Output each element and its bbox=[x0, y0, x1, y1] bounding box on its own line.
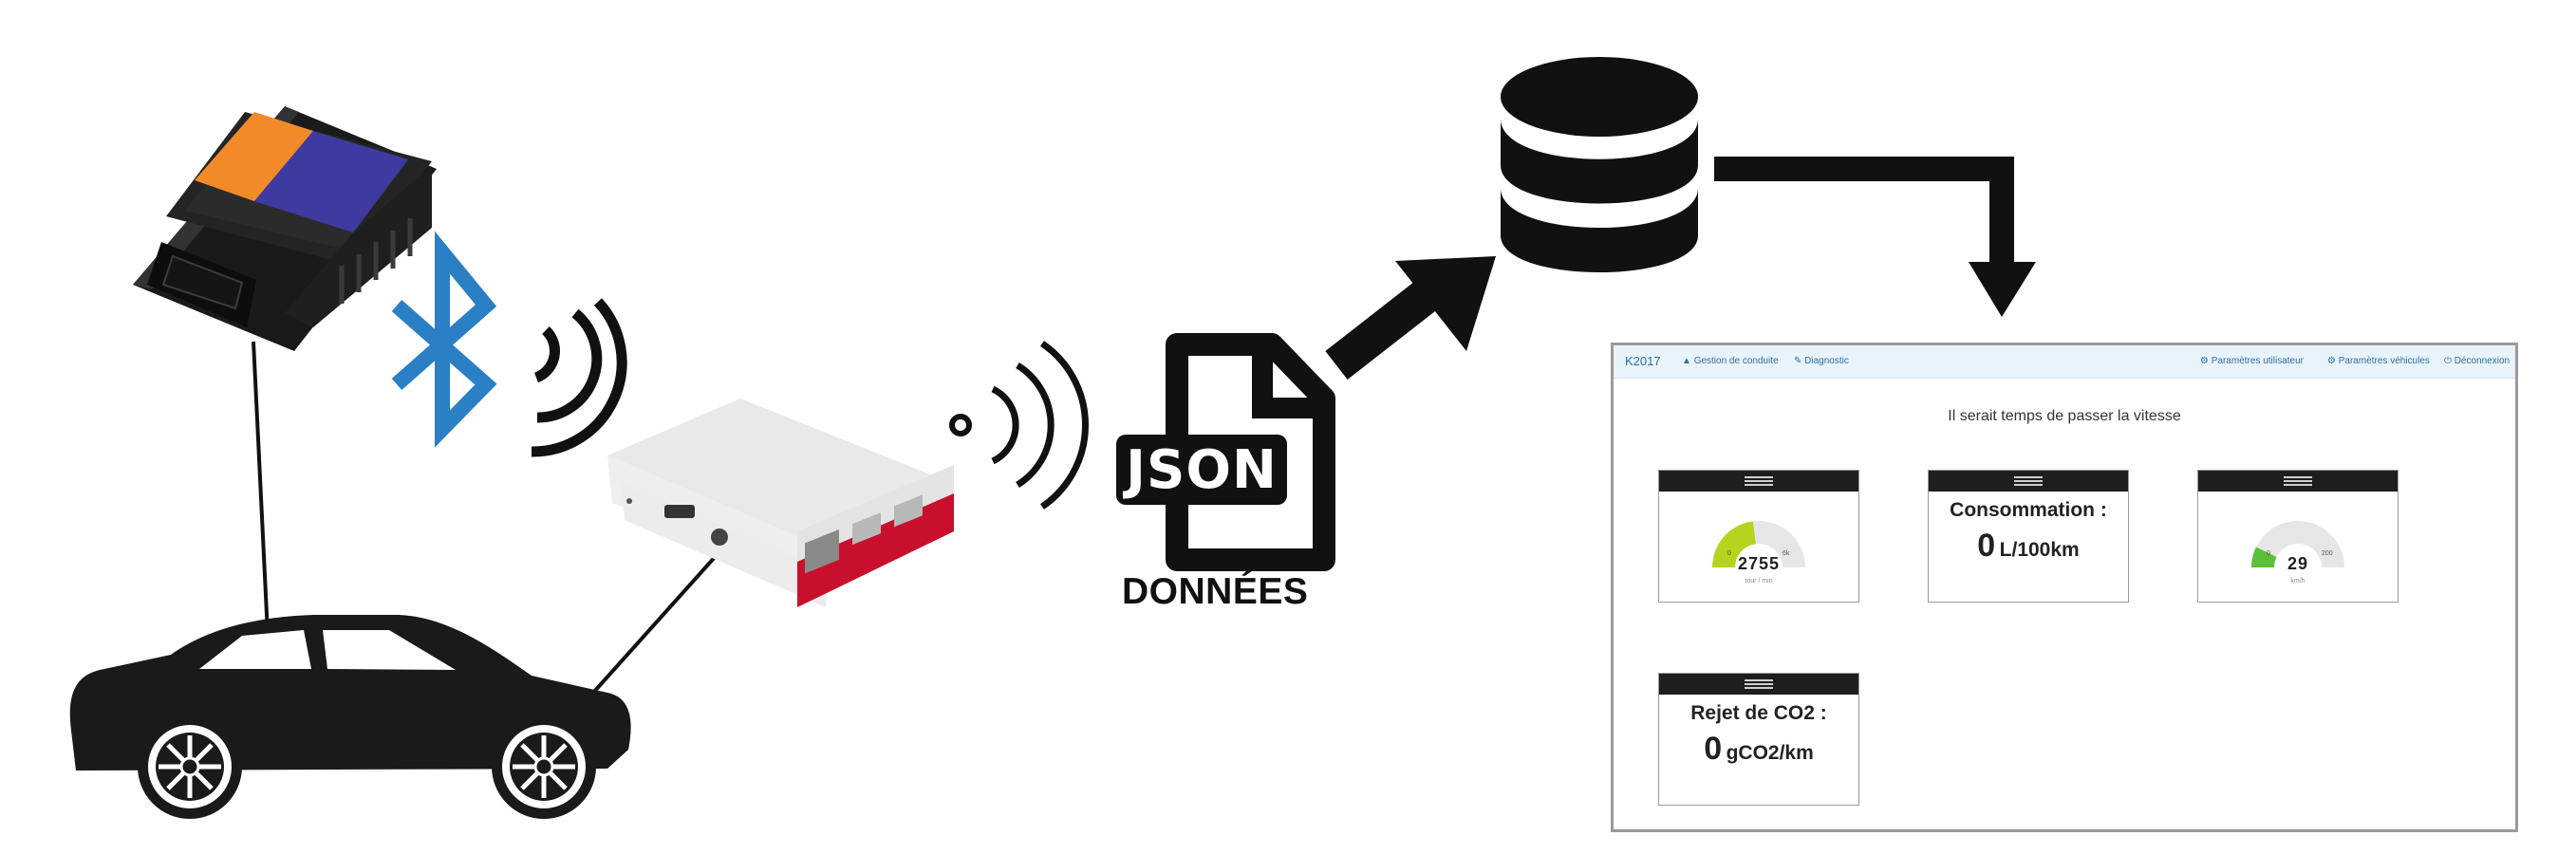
nav-user-settings-link[interactable]: ⚙ Paramètres utilisateur bbox=[2200, 356, 2304, 366]
wireless-signal-icon bbox=[532, 302, 622, 452]
brand-link[interactable]: K2017 bbox=[1625, 354, 1661, 368]
arrow-to-dashboard-icon bbox=[1714, 169, 2036, 317]
road-icon: ▲ bbox=[1682, 356, 1691, 366]
speed-gauge-card: 0 200 29 km/h bbox=[2197, 470, 2399, 603]
data-caption: DONNÉES bbox=[1122, 571, 1308, 613]
nav-logout-link[interactable]: ⏻ Déconnexion bbox=[2444, 356, 2510, 366]
consumption-title: Consommation : bbox=[1929, 499, 2128, 522]
nav-driving-link[interactable]: ▲ Gestion de conduite bbox=[1682, 356, 1779, 366]
gear-icon: ⚙ bbox=[2200, 356, 2209, 366]
co2-value: 0 bbox=[1704, 731, 1722, 767]
bluetooth-icon bbox=[397, 252, 486, 429]
obd2-dongle-icon bbox=[133, 106, 437, 351]
gear-icon: ⚙ bbox=[2327, 356, 2336, 366]
wireless-broadcast-icon bbox=[952, 343, 1086, 507]
drag-handle-icon[interactable] bbox=[2014, 476, 2043, 486]
speed-gauge bbox=[2198, 492, 2398, 602]
nav-driving-label: Gestion de conduite bbox=[1694, 356, 1779, 366]
nav-vehicle-settings-link[interactable]: ⚙ Paramètres véhicules bbox=[2327, 356, 2430, 366]
nav-vehicle-settings-label: Paramètres véhicules bbox=[2339, 356, 2430, 366]
rpm-unit: tour / min bbox=[1659, 578, 1858, 585]
consumption-card: Consommation : 0 L/100km bbox=[1928, 470, 2129, 603]
nav-diagnostic-link[interactable]: ✎ Diagnostic bbox=[1794, 356, 1849, 366]
wrench-icon: ✎ bbox=[1794, 356, 1801, 366]
co2-card: Rejet de CO2 : 0 gCO2/km bbox=[1658, 673, 1859, 806]
cable-obd-to-car bbox=[253, 342, 268, 634]
database-icon bbox=[1501, 57, 1698, 272]
rpm-gauge-card: 0 6k 2755 tour / min bbox=[1658, 470, 1859, 603]
co2-value-row: 0 gCO2/km bbox=[1659, 731, 1858, 768]
card-header[interactable] bbox=[2198, 471, 2398, 492]
card-header[interactable] bbox=[1659, 471, 1858, 492]
dashboard-screenshot: K2017 ▲ Gestion de conduite ✎ Diagnostic… bbox=[1611, 343, 2518, 832]
co2-title: Rejet de CO2 : bbox=[1659, 702, 1858, 725]
drag-handle-icon[interactable] bbox=[2284, 476, 2312, 486]
speed-unit: km/h bbox=[2198, 578, 2398, 585]
consumption-unit: L/100km bbox=[2000, 539, 2080, 561]
drag-handle-icon[interactable] bbox=[1745, 476, 1773, 486]
nav-user-settings-label: Paramètres utilisateur bbox=[2212, 356, 2304, 366]
nav-logout-label: Déconnexion bbox=[2455, 356, 2510, 366]
car-icon bbox=[70, 615, 631, 819]
consumption-value-row: 0 L/100km bbox=[1929, 528, 2128, 565]
shift-gear-message: Il serait temps de passer la vitesse bbox=[1614, 408, 2515, 425]
card-header[interactable] bbox=[1659, 674, 1858, 695]
power-icon: ⏻ bbox=[2444, 356, 2452, 366]
card-header[interactable] bbox=[1929, 471, 2128, 492]
raspberry-pi-case-icon bbox=[607, 399, 954, 607]
json-badge-label: JSON bbox=[1116, 439, 1287, 501]
consumption-value: 0 bbox=[1977, 528, 1995, 564]
arrow-to-database-icon bbox=[1336, 256, 1496, 365]
rpm-gauge bbox=[1659, 492, 1858, 602]
cable-pi-to-car bbox=[593, 555, 717, 693]
speed-value: 29 bbox=[2198, 554, 2398, 574]
dashboard-navbar: K2017 ▲ Gestion de conduite ✎ Diagnostic… bbox=[1614, 345, 2515, 379]
rpm-value: 2755 bbox=[1659, 554, 1858, 574]
co2-unit: gCO2/km bbox=[1727, 742, 1814, 764]
drag-handle-icon[interactable] bbox=[1745, 679, 1773, 689]
nav-diagnostic-label: Diagnostic bbox=[1804, 356, 1849, 366]
